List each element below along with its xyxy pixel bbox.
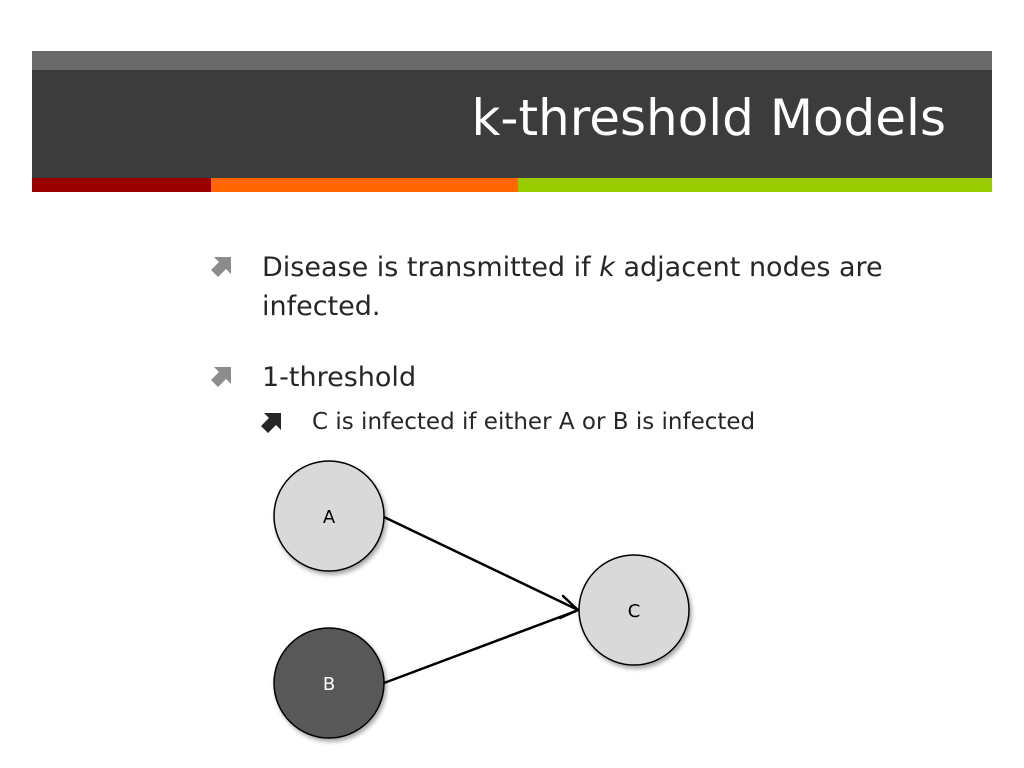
sub-bullet-item: C is infected if either A or B is infect…: [210, 405, 930, 439]
bullet-text-post: adjacent nodes are infected.: [262, 252, 883, 322]
edge-b-to-c: [383, 609, 577, 685]
arrow-up-right-icon: [261, 413, 281, 433]
node-a: A: [273, 460, 385, 572]
node-a-label: A: [323, 507, 336, 528]
arrowhead-icon: [558, 594, 580, 620]
accent-color-strip: [32, 178, 992, 192]
node-b-label: B: [323, 674, 335, 695]
arrow-up-right-icon: [211, 367, 231, 387]
bullet-item: Disease is transmitted if k adjacent nod…: [210, 248, 930, 326]
accent-strip-red: [32, 178, 211, 192]
accent-strip-green: [518, 178, 992, 192]
bullet-item: 1-threshold: [210, 358, 930, 397]
title-top-strip: [32, 51, 992, 70]
slide-title: k-threshold Models: [471, 89, 946, 147]
bullet-text-pre: Disease is transmitted if: [262, 252, 600, 283]
accent-strip-orange: [211, 178, 518, 192]
title-bar: k-threshold Models: [32, 51, 992, 178]
bullet-text-k: k: [599, 252, 615, 283]
bullet-text: 1-threshold: [262, 362, 417, 393]
sub-bullet-text: C is infected if either A or B is infect…: [312, 409, 756, 435]
node-c-label: C: [628, 601, 641, 622]
node-c: C: [578, 554, 690, 666]
bullet-list: Disease is transmitted if k adjacent nod…: [210, 248, 930, 439]
node-b: B: [273, 627, 385, 739]
edge-a-to-c: [383, 515, 577, 611]
arrow-up-right-icon: [211, 257, 231, 277]
